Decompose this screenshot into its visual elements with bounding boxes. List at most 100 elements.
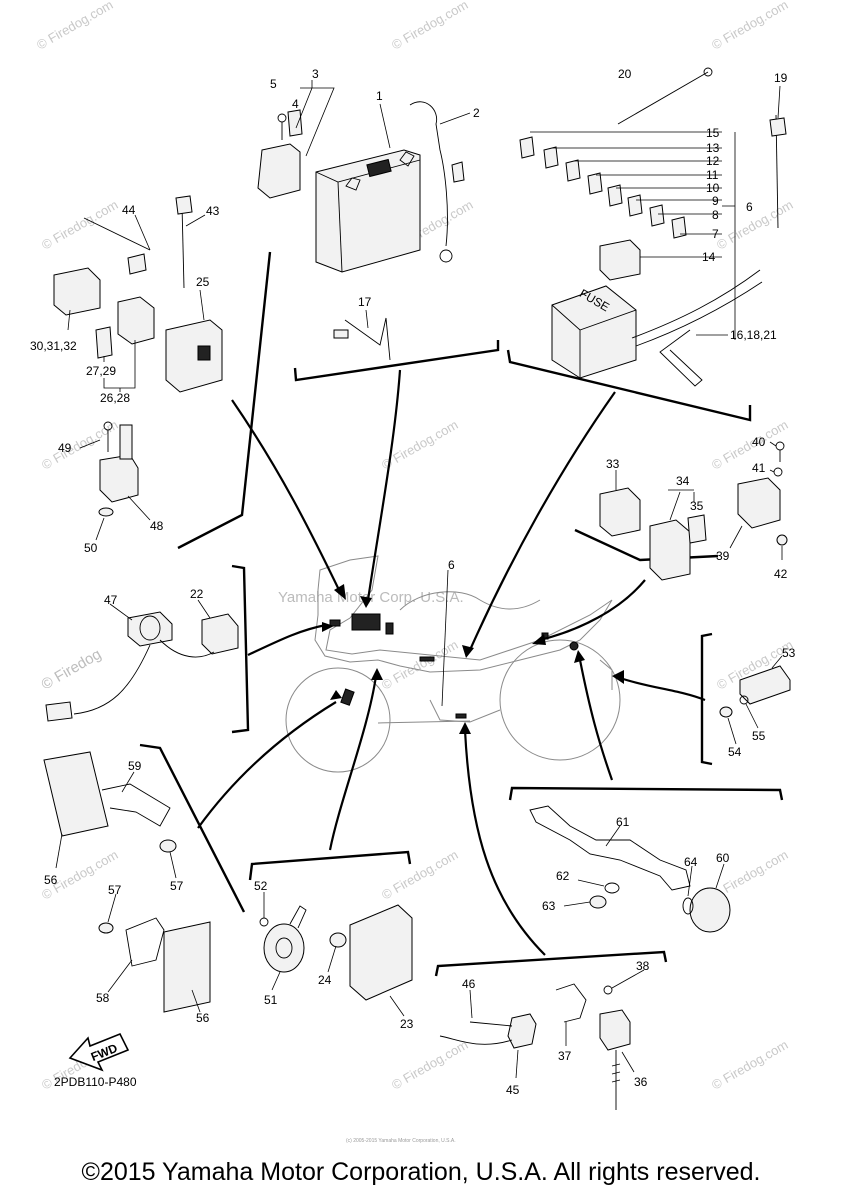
bracket-plate-bracket-group <box>508 786 784 801</box>
nut-57-upper <box>159 839 177 853</box>
fuse <box>627 194 643 217</box>
tiny-note: (c) 2005-2015 Yamaha Motor Corporation, … <box>346 1138 456 1144</box>
callout-26-28: 26,28 <box>100 391 130 405</box>
callout-46: 46 <box>462 977 476 991</box>
callout-leader <box>191 989 201 1013</box>
arrowheads <box>322 584 624 734</box>
ring-terminal <box>439 249 453 263</box>
callout-64: 64 <box>684 855 698 869</box>
callout-5: 5 <box>270 77 277 91</box>
callout-bracket <box>103 340 136 392</box>
washer-41 <box>773 467 783 477</box>
callout-41: 41 <box>752 461 766 475</box>
arrow-from-sidestand <box>463 729 546 956</box>
callout-22: 22 <box>190 587 204 601</box>
sensor-group: 49 48 50 <box>58 421 164 555</box>
bracket-right-relay-group <box>574 528 719 562</box>
callout-leader <box>469 989 473 1019</box>
front-wheel <box>285 667 391 773</box>
cable-tie <box>617 71 709 125</box>
callout-leader <box>563 901 591 907</box>
callout-leader <box>687 865 693 897</box>
bracket-61 <box>529 805 691 891</box>
callout-56: 56 <box>196 1011 210 1025</box>
bracket-reflector-group <box>139 743 246 913</box>
callout-50: 50 <box>84 541 98 555</box>
horn-bracket <box>289 905 307 929</box>
fuse <box>607 184 623 207</box>
callout-39: 39 <box>716 549 730 563</box>
callout-24: 24 <box>318 973 332 987</box>
watermark-site: © Firedog.com <box>379 637 461 693</box>
callout-4: 4 <box>292 97 299 111</box>
battery-label-block <box>366 158 392 178</box>
callout-60: 60 <box>716 851 730 865</box>
callout-leader <box>771 655 783 669</box>
callout-58: 58 <box>96 991 110 1005</box>
arrow-from-right-relays <box>539 579 646 642</box>
bracket-horn-group <box>248 850 412 881</box>
callout-12: 12 <box>706 154 720 168</box>
callout-leader <box>577 879 605 887</box>
battery-location-marker <box>351 613 381 631</box>
battery-corner <box>337 181 343 273</box>
fuse-group: FUSE 15 13 12 11 10 9 8 7 6 14 16,18,21 … <box>519 67 788 387</box>
plate-light-53 <box>739 665 791 705</box>
callout-leader <box>605 825 621 847</box>
battery-lead-wire <box>409 101 448 247</box>
horn-51 <box>263 923 305 973</box>
bracket-battery-group <box>293 340 500 382</box>
stay-59 <box>101 783 171 827</box>
watermark-site: © Firedog.com <box>389 1037 471 1093</box>
fuse <box>543 146 559 169</box>
plate-light-location-marker <box>569 641 579 651</box>
starter-relay <box>257 143 301 199</box>
callout-6: 6 <box>448 558 455 572</box>
callout-48: 48 <box>150 519 164 533</box>
callout-leader <box>107 893 117 923</box>
flasher-39 <box>737 477 781 529</box>
callout-leader <box>715 863 725 889</box>
sidestand-group: 38 46 45 37 36 <box>439 959 650 1110</box>
sensor-36-coil <box>611 1063 621 1083</box>
battery-terminal <box>345 177 361 191</box>
callout-leader <box>109 603 133 621</box>
callout-leader <box>729 525 743 549</box>
watermark-site: © Firedog.com <box>389 0 471 53</box>
grommet-24 <box>329 932 347 948</box>
callout-56: 56 <box>44 873 58 887</box>
arrow-from-horn-ecu <box>328 675 378 851</box>
relay-25-socket <box>197 345 211 361</box>
watermark-site: © Firedog.com <box>34 0 116 53</box>
callout-49: 49 <box>58 441 72 455</box>
watermark-site: © Firedog.com <box>714 197 796 253</box>
ecu-23 <box>349 904 413 1001</box>
callout-40: 40 <box>752 435 766 449</box>
callout-10: 10 <box>706 181 720 195</box>
callout-9: 9 <box>712 194 719 208</box>
washer-64 <box>682 897 694 915</box>
stay-58 <box>125 917 165 967</box>
arrow-from-fuse-box <box>468 391 616 651</box>
callout-13: 13 <box>706 141 720 155</box>
arrowhead <box>322 622 334 632</box>
callout-leader <box>55 833 63 869</box>
nut-54 <box>719 706 733 718</box>
sensor-48-stem <box>119 424 133 460</box>
callout-51: 51 <box>264 993 278 1007</box>
callout-leader <box>777 85 781 119</box>
switch-45-wire <box>439 1035 513 1045</box>
callout-37: 37 <box>558 1049 572 1063</box>
fuse <box>649 204 665 227</box>
arrowhead <box>459 722 471 734</box>
connector-arrows <box>197 369 706 956</box>
arrowhead <box>360 596 372 608</box>
bracket-plate-light-group <box>700 632 713 766</box>
arrow-from-main-switch <box>247 623 327 656</box>
callout-38: 38 <box>636 959 650 973</box>
relay-location-marker <box>385 622 394 635</box>
callout-leader <box>621 1051 635 1073</box>
callout-44: 44 <box>122 203 136 217</box>
callout-leader <box>121 771 135 793</box>
